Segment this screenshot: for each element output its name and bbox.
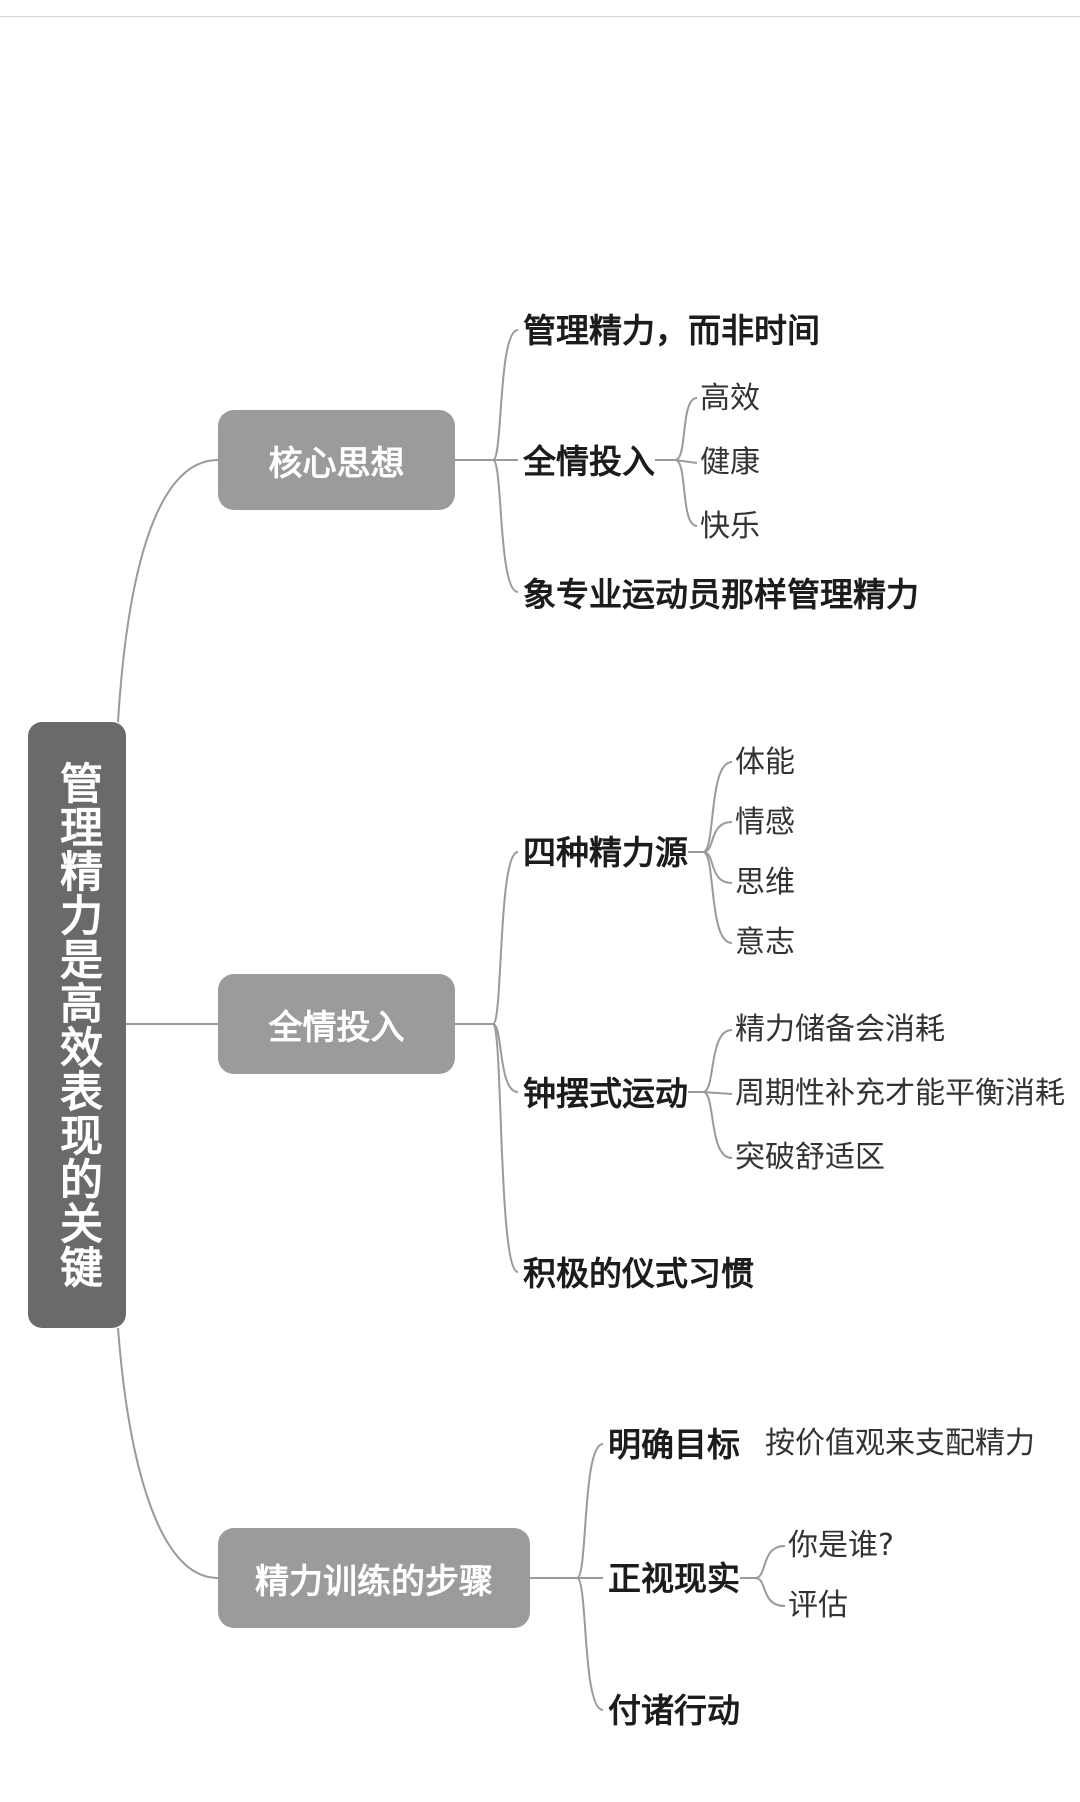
branch-node-1: 核心思想 — [218, 410, 455, 510]
node-four-energy-sources: 四种精力源 — [523, 833, 688, 872]
connector-b2-c3 — [492, 1023, 519, 1273]
branch-node-2: 全情投入 — [218, 974, 455, 1074]
connector-root-branch-1 — [117, 459, 219, 723]
root-node: 管理精力是高效表现的关键 — [28, 722, 126, 1328]
node-manage-like-athlete: 象专业运动员那样管理精力 — [523, 575, 919, 614]
connector-b2c1-leaves — [688, 761, 733, 944]
connector-b2c2-leaves — [688, 1029, 733, 1159]
branch-label: 全情投入 — [268, 1007, 405, 1048]
node-full-engagement: 全情投入 — [523, 442, 655, 481]
root-label: 管理精力是高效表现的关键 — [52, 761, 103, 1289]
connector-b1-c3 — [492, 459, 519, 593]
leaf-break-comfort-zone: 突破舒适区 — [735, 1140, 885, 1175]
node-manage-energy-not-time: 管理精力，而非时间 — [523, 311, 820, 350]
leaf-who-are-you: 你是谁? — [788, 1528, 894, 1563]
leaf-efficient: 高效 — [700, 381, 760, 416]
branch-node-3: 精力训练的步骤 — [218, 1528, 530, 1628]
node-define-purpose: 明确目标 — [608, 1425, 740, 1464]
node-take-action: 付诸行动 — [608, 1691, 740, 1730]
top-divider — [0, 16, 1080, 17]
connector-b3-c3 — [576, 1577, 604, 1711]
leaf-assess: 评估 — [788, 1588, 848, 1623]
node-pendulum-movement: 钟摆式运动 — [523, 1074, 688, 1113]
connector-b1c2-leaves — [655, 397, 698, 527]
leaf-mental: 思维 — [735, 865, 795, 900]
connector-root-branch-3 — [117, 1327, 219, 1579]
connector-b1-c1 — [492, 329, 519, 461]
leaf-healthy: 健康 — [700, 445, 760, 480]
leaf-periodic-recovery: 周期性补充才能平衡消耗 — [735, 1076, 1065, 1111]
connector-b3c2-leaves — [740, 1545, 786, 1607]
leaf-energy-reserve-consumed: 精力储备会消耗 — [735, 1012, 945, 1047]
leaf-values-guide-energy: 按价值观来支配精力 — [765, 1426, 1035, 1461]
connector-b2-c2 — [492, 1023, 519, 1093]
leaf-spiritual: 意志 — [735, 925, 795, 960]
node-positive-rituals: 积极的仪式习惯 — [523, 1254, 754, 1293]
branch-label: 精力训练的步骤 — [255, 1561, 493, 1602]
connector-b3-c1 — [576, 1443, 604, 1579]
branch-label: 核心思想 — [268, 443, 405, 484]
node-face-reality: 正视现实 — [608, 1559, 740, 1598]
leaf-physical: 体能 — [735, 745, 795, 780]
leaf-happy: 快乐 — [700, 509, 760, 544]
connector-b2-c1 — [492, 851, 519, 1025]
leaf-emotional: 情感 — [735, 805, 795, 840]
